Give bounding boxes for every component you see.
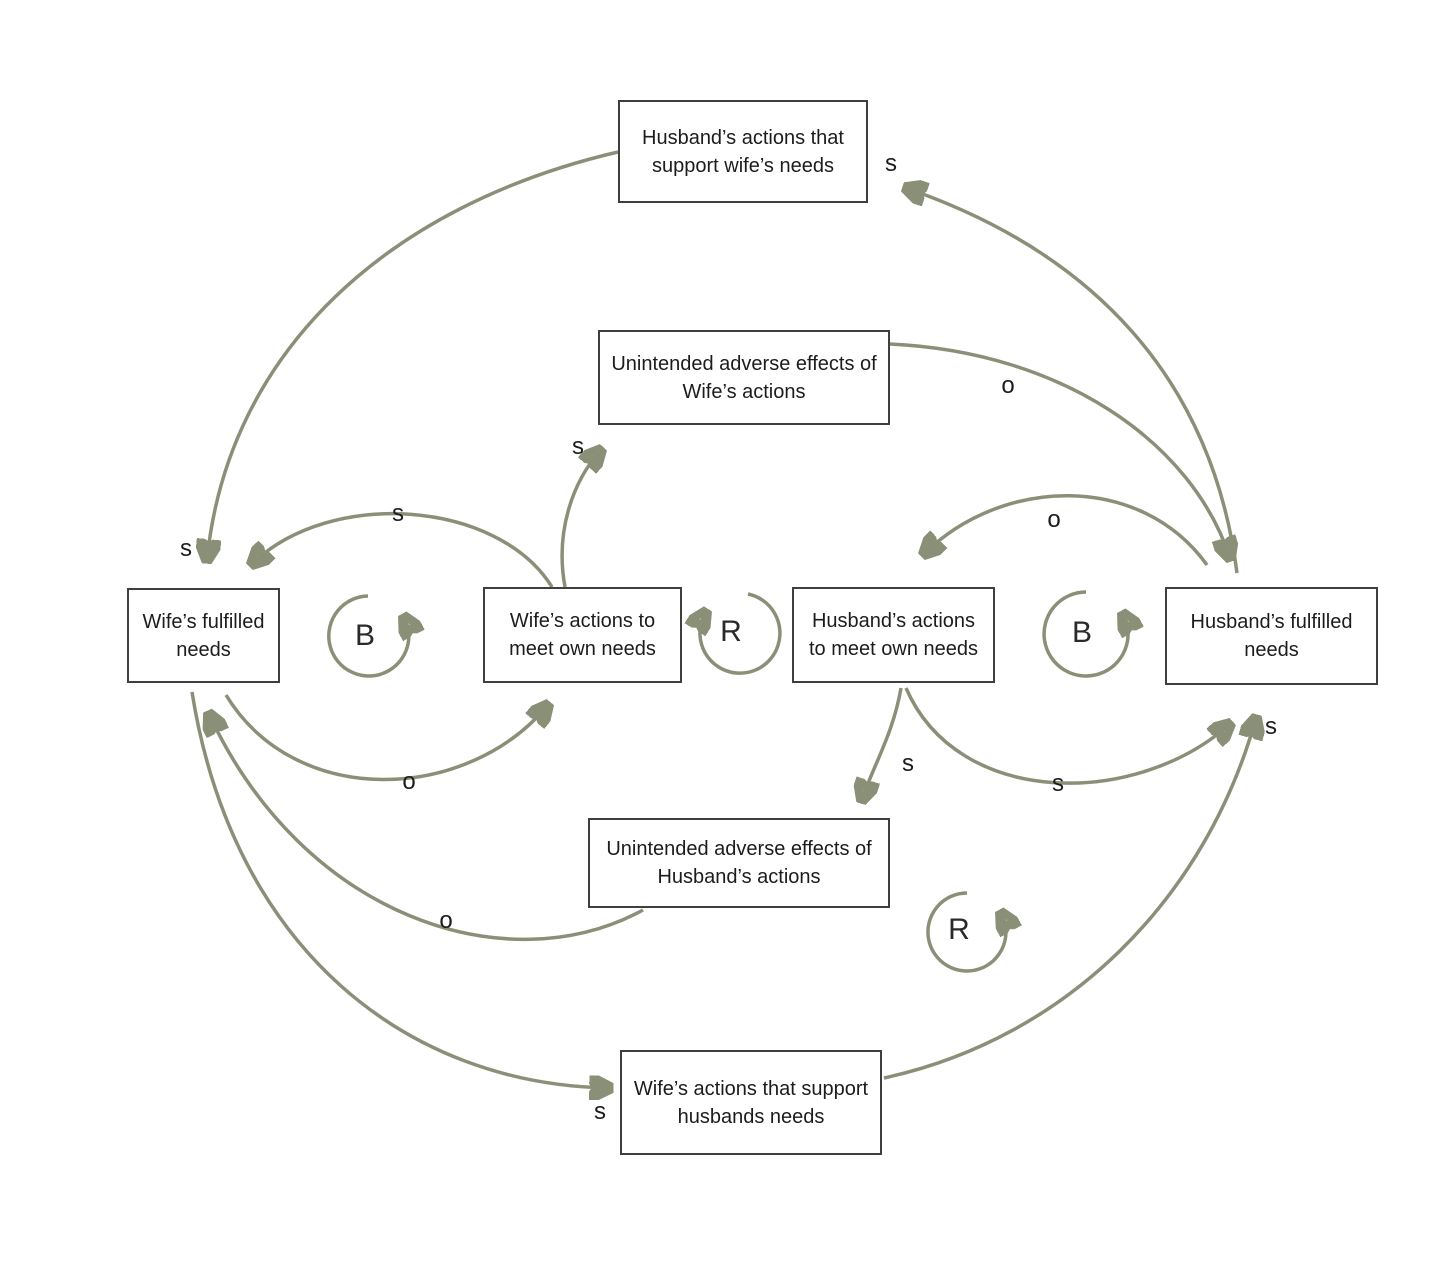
loop-letter-b-husband: B — [1071, 616, 1093, 649]
polarity-label-o-wife-actions: o — [402, 768, 416, 795]
node-adverse-husband-label: Unintended adverse effects of Husband’s … — [606, 838, 872, 888]
loop-letter-r-bottom: R — [948, 913, 970, 946]
node-wife-support: Wife’s actions that support husbands nee… — [620, 1050, 882, 1155]
loop-letter-r-center: R — [720, 615, 742, 648]
node-wife-fulfilled-label: Wife’s fulfilled needs — [142, 610, 265, 661]
polarity-label-s-husband-support: s — [885, 150, 897, 177]
polarity-label-o-husband-actions: o — [1047, 506, 1061, 533]
node-wife-fulfilled: Wife’s fulfilled needs — [127, 588, 280, 683]
edge-husband-fulfilled-to-husband-support — [906, 188, 1239, 574]
edge-husband-support-to-wife-fulfilled — [207, 150, 619, 560]
polarity-label-o-adverse-husband: o — [439, 907, 453, 934]
node-husband-fulfilled: Husband’s fulfilled needs — [1165, 587, 1378, 685]
node-wife-actions: Wife’s actions to meet own needs — [483, 587, 682, 683]
loop-arrow-r-bottom — [926, 891, 1006, 973]
polarity-label-s-wife-fulfilled-top: s — [180, 535, 192, 562]
loop-arrow-b-wife — [327, 594, 409, 678]
polarity-label-s-husband-fulfilled: s — [1265, 713, 1277, 740]
edge-husband-actions-to-husband-fulfilled — [904, 687, 1230, 785]
node-wife-actions-label: Wife’s actions to meet own needs — [509, 610, 656, 660]
edge-wife-actions-to-adverse-wife — [560, 450, 601, 588]
edge-adverse-husband-to-wife-fulfilled — [209, 714, 644, 941]
edge-wife-support-to-husband-fulfilled — [883, 718, 1256, 1080]
edge-wife-fulfilled-to-wife-support — [190, 691, 610, 1088]
loop-letter-b-wife: B — [354, 619, 376, 652]
polarity-label-o-adverse-wife: o — [1001, 372, 1015, 399]
loop-arrow-r-center — [700, 592, 782, 675]
edge-wife-actions-to-wife-fulfilled — [252, 511, 554, 588]
node-husband-support-label: Husband’s actions that support wife’s ne… — [642, 126, 844, 177]
edge-wife-fulfilled-to-wife-actions — [224, 694, 548, 782]
node-adverse-husband: Unintended adverse effects of Husband’s … — [588, 818, 890, 908]
node-adverse-wife-label: Unintended adverse effects of Wife’s act… — [611, 352, 877, 403]
edge-adverse-wife-to-husband-fulfilled — [889, 342, 1230, 558]
node-adverse-wife: Unintended adverse effects of Wife’s act… — [598, 330, 890, 425]
loop-arrow-b-husband — [1042, 590, 1128, 678]
polarity-label-s-wife-actions: s — [392, 500, 404, 527]
polarity-label-s-wife-support: s — [594, 1098, 606, 1125]
polarity-label-s-to-adverse-wife: s — [572, 433, 584, 460]
node-husband-support: Husband’s actions that support wife’s ne… — [618, 100, 868, 203]
edge-husband-fulfilled-to-husband-actions — [924, 494, 1209, 567]
edge-husband-actions-to-adverse-husband — [862, 687, 903, 800]
node-wife-support-label: Wife’s actions that support husbands nee… — [633, 1077, 869, 1128]
node-husband-actions-label: Husband’s actions to meet own needs — [809, 610, 978, 660]
polarity-label-s-to-adverse-husband: s — [902, 750, 914, 777]
polarity-label-s-husband-actions: s — [1052, 770, 1064, 797]
node-husband-actions: Husband’s actions to meet own needs — [792, 587, 995, 683]
node-husband-fulfilled-label: Husband’s fulfilled needs — [1190, 611, 1353, 661]
